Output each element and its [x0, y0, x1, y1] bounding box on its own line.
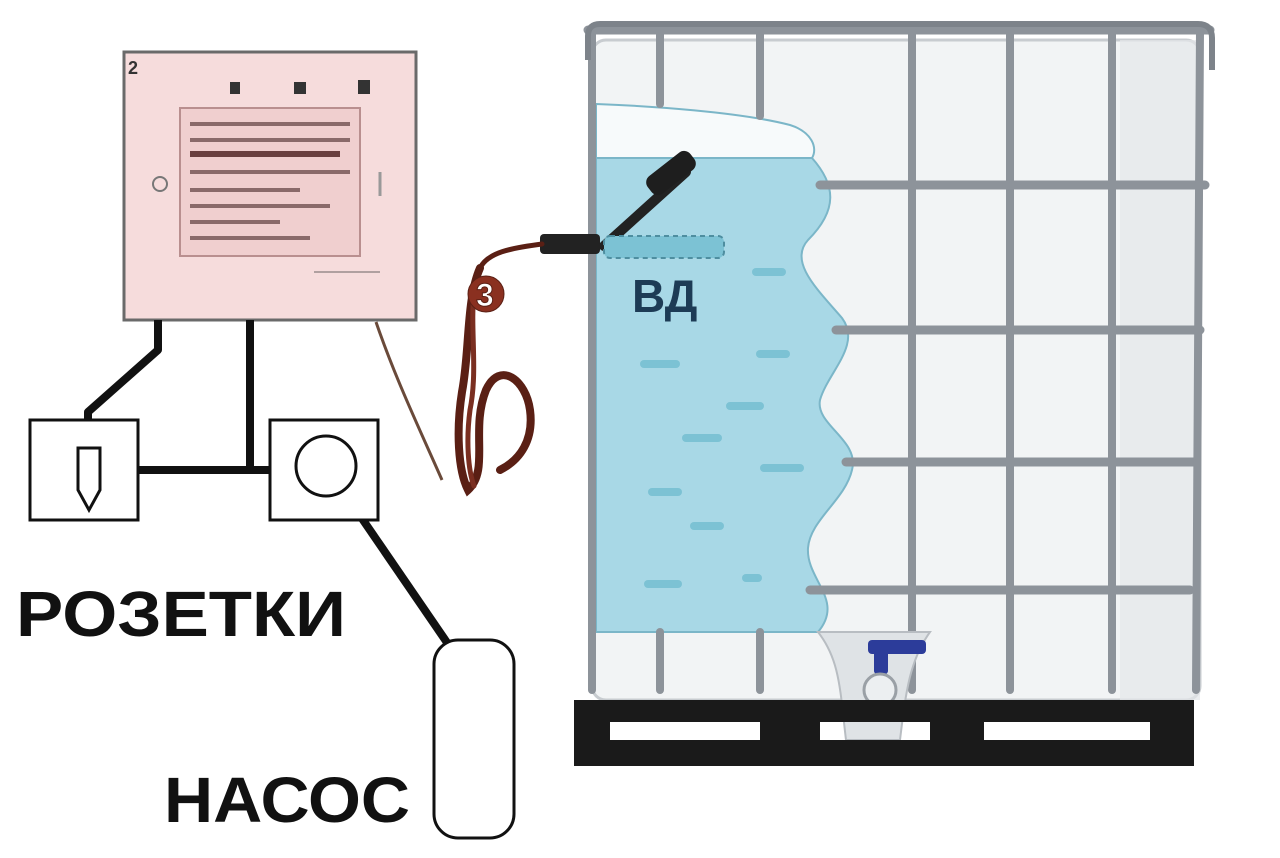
sensor-cable: 3 — [454, 241, 545, 497]
pump-label: НАСОС — [164, 764, 410, 836]
water-stripe — [682, 434, 722, 442]
sensor-gland — [540, 234, 600, 254]
water-stripe — [742, 574, 762, 582]
sensor-float-alt-position — [603, 235, 725, 259]
sensor-float — [646, 150, 696, 196]
water-stripes — [640, 268, 804, 588]
controller-label-lines — [190, 122, 350, 240]
valve-stem — [874, 648, 888, 674]
water-stripe — [756, 350, 790, 358]
water-stripe — [644, 580, 682, 588]
water-stripe — [640, 360, 680, 368]
water-fill — [595, 157, 854, 633]
water-stripe — [648, 488, 682, 496]
pallet-foot — [1150, 720, 1194, 744]
socket-right — [268, 418, 380, 522]
pallet-top — [574, 700, 1194, 722]
plug-icon — [76, 446, 102, 514]
pump-body — [432, 638, 516, 840]
controller-mark — [358, 80, 370, 94]
water-stripe — [752, 268, 786, 276]
controller-mark — [294, 82, 306, 94]
controller-label-plate — [179, 107, 361, 257]
sensor-label: ВД — [632, 270, 697, 322]
cage-vertical-bars — [588, 26, 1204, 694]
controller-to-cable-wire — [374, 321, 444, 481]
controller-box: 2 — [122, 50, 418, 322]
pallet-foot — [760, 720, 820, 744]
sensor-cable-lead — [477, 241, 545, 271]
pallet-foot — [574, 720, 610, 744]
tank-shading — [1120, 40, 1200, 700]
sockets-label: РОЗЕТКИ — [16, 578, 346, 650]
pallet-base — [574, 740, 1194, 766]
valve — [862, 640, 926, 708]
controller-number: 2 — [128, 58, 138, 78]
ibc-tank — [574, 21, 1215, 766]
cable-number: 3 — [476, 277, 494, 313]
cable-marker — [467, 275, 505, 313]
level-sensor: ВД — [540, 150, 725, 322]
socket-left — [28, 418, 140, 522]
sensor-cable-coil-inner — [465, 289, 477, 489]
pallet — [574, 700, 1194, 766]
controller-mark — [230, 82, 240, 94]
water-stripe — [760, 464, 804, 472]
water-stripe — [690, 522, 724, 530]
controller-indicator-led — [152, 176, 168, 192]
pallet-foot — [930, 720, 984, 744]
cage-top-frame — [585, 21, 1215, 70]
controller-top-marks — [230, 80, 370, 94]
cutaway-top — [595, 102, 816, 159]
cage-post-right — [1192, 26, 1204, 694]
socket-outlet-icon — [294, 434, 358, 498]
water-stripe — [726, 402, 764, 410]
sensor-cable-coil — [454, 264, 535, 497]
